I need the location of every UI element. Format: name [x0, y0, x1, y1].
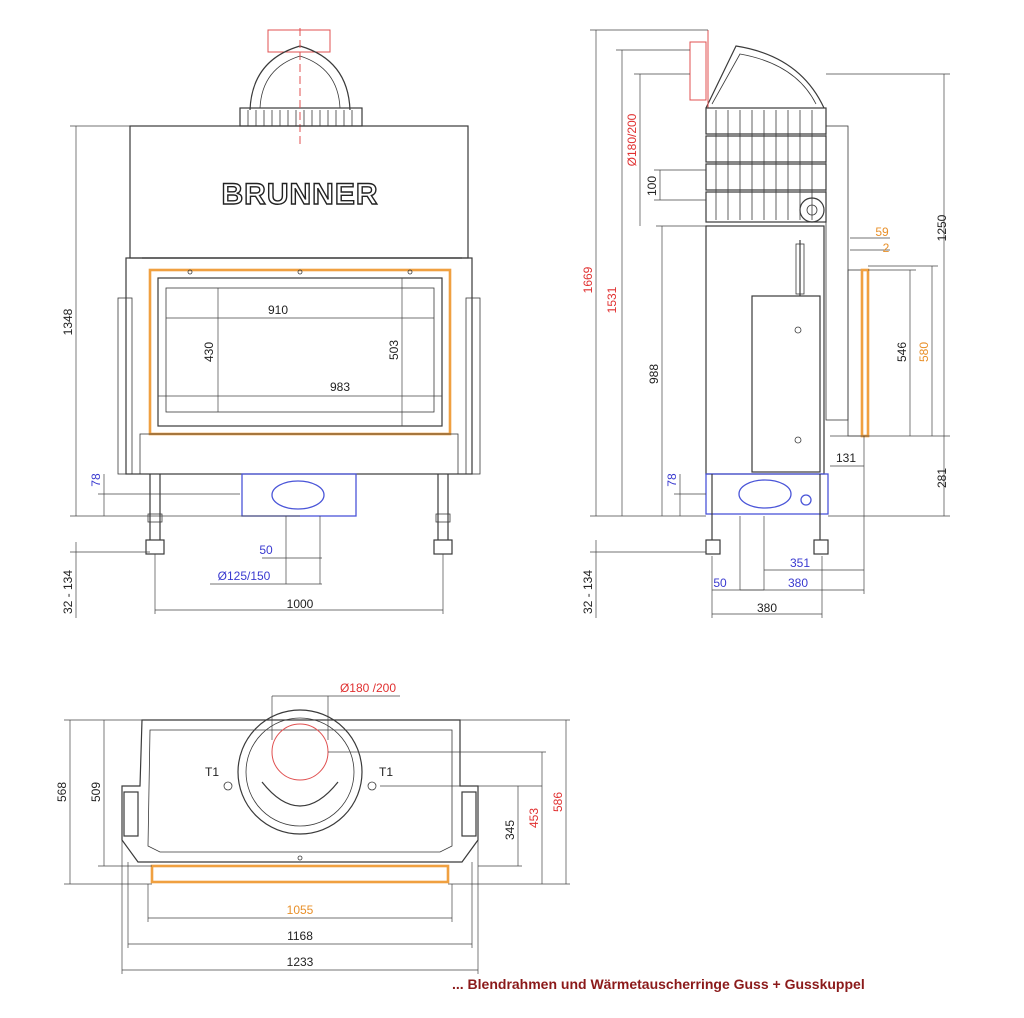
front-door [157, 277, 443, 427]
dim-430: 430 [202, 342, 216, 362]
front-body [125, 257, 473, 475]
dim-351: 351 [790, 556, 810, 570]
plan-outline [121, 719, 479, 863]
dim-1669: 1669 [581, 266, 595, 293]
dim-281: 281 [935, 468, 949, 488]
dim-380-b: 380 [757, 601, 777, 615]
dim-546: 546 [895, 342, 909, 362]
plan-frame [150, 864, 450, 884]
dim-453: 453 [527, 808, 541, 828]
dim-flue-front: Ø125/150 [218, 569, 271, 583]
dim-131: 131 [836, 451, 856, 465]
dim-50-front: 50 [259, 543, 273, 557]
side-frame [860, 268, 870, 438]
side-view: 1669 1531 Ø180/200 100 988 78 32 - 134 5… [581, 29, 950, 618]
front-frame [148, 268, 452, 436]
dim-100: 100 [645, 176, 659, 196]
side-body [705, 225, 825, 475]
dim-1168: 1168 [287, 929, 313, 943]
dim-flue-side: Ø180/200 [625, 113, 639, 166]
sensor-t1-left: T1 [205, 765, 219, 779]
side-door [751, 295, 821, 473]
dim-380-a: 380 [788, 576, 808, 590]
front-air-connection [241, 473, 357, 517]
dim-feet-front: 32 - 134 [61, 570, 75, 614]
front-view: BRUNNER [61, 28, 481, 618]
dim-586: 586 [551, 792, 565, 812]
dim-1250: 1250 [935, 214, 949, 241]
dim-feet-side: 32 - 134 [581, 570, 595, 614]
dim-345: 345 [503, 820, 517, 840]
dim-1000: 1000 [287, 597, 314, 611]
dim-509: 509 [89, 782, 103, 802]
dim-flue-plan: Ø180 /200 [340, 681, 396, 695]
side-heat-exchanger [705, 107, 827, 223]
plan-flue [271, 723, 329, 781]
dim-2: 2 [883, 241, 890, 255]
dim-1233: 1233 [287, 955, 314, 969]
plan-ring [237, 709, 363, 835]
front-glass [165, 287, 435, 413]
dim-983: 983 [330, 380, 350, 394]
dim-59: 59 [875, 225, 889, 239]
plan-view: Ø180 /200 568 509 T1 T1 345 453 586 1055… [55, 681, 570, 974]
sensor-t1-right: T1 [379, 765, 393, 779]
dim-580: 580 [917, 342, 931, 362]
dim-910: 910 [268, 303, 288, 317]
drawing-caption: ... Blendrahmen und Wärmetauscherringe G… [452, 976, 865, 992]
dim-568: 568 [55, 782, 69, 802]
brand-logo: BRUNNER [222, 178, 379, 211]
dim-50-side: 50 [713, 576, 727, 590]
front-dome [239, 28, 363, 148]
dim-503: 503 [387, 340, 401, 360]
dim-78-side: 78 [665, 473, 679, 487]
dim-1531: 1531 [605, 286, 619, 313]
dim-1055: 1055 [287, 903, 314, 917]
dim-78-front: 78 [89, 473, 103, 487]
dim-1348: 1348 [61, 308, 75, 335]
dim-988: 988 [647, 364, 661, 384]
